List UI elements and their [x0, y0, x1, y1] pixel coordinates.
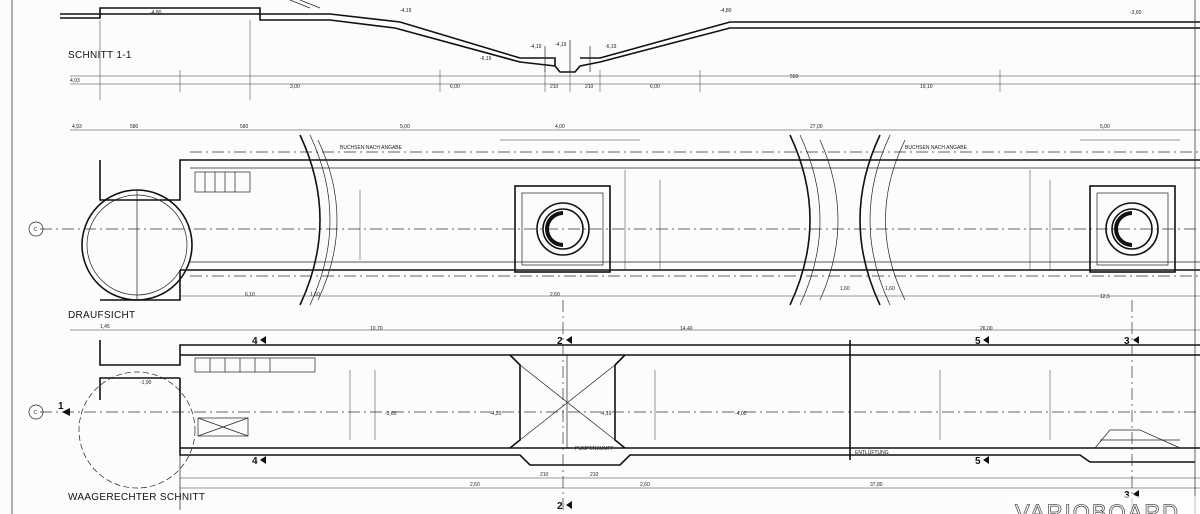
svg-text:5,00: 5,00 [1100, 124, 1110, 130]
svg-text:4,03: 4,03 [70, 78, 80, 84]
svg-text:2: 2 [557, 336, 563, 347]
svg-text:580: 580 [240, 124, 249, 130]
svg-text:-6,19: -6,19 [605, 44, 617, 50]
svg-text:6,00: 6,00 [650, 84, 660, 90]
svg-text:210: 210 [550, 84, 559, 90]
svg-text:2,60: 2,60 [640, 482, 650, 488]
plan-dimensions: 4,93 580 580 5,00 4,00 27,00 5,00 6,10 1… [72, 124, 1110, 300]
svg-text:4: 4 [252, 456, 258, 467]
svg-text:-4,80: -4,80 [150, 10, 162, 16]
axis-marker-lower: C [28, 404, 44, 420]
title-horizontal-section: WAAGERECHTER SCHNITT [68, 492, 205, 503]
svg-text:14,40: 14,40 [680, 326, 693, 332]
svg-text:580: 580 [130, 124, 139, 130]
svg-text:1: 1 [58, 401, 64, 412]
dimension-row-top: 4,03 3,00 6,00 210 210 6,00 550 19,10 [70, 74, 933, 90]
svg-text:1,45: 1,45 [100, 324, 110, 330]
level-labels-top: -4,80 -4,19 -6,19 -4,19 -4,19 -6,19 -4,8… [150, 8, 1142, 62]
svg-text:550: 550 [790, 74, 799, 80]
svg-text:-4,19: -4,19 [600, 411, 612, 417]
section-markers: 1 2 2 3 3 4 4 5 5 [58, 336, 1139, 512]
svg-text:5,00: 5,00 [400, 124, 410, 130]
note-pump-well: PUMPENSUMPF [575, 446, 614, 452]
svg-text:3: 3 [1124, 490, 1130, 501]
svg-text:C: C [34, 227, 38, 233]
svg-text:37,80: 37,80 [870, 482, 883, 488]
svg-text:-4,19: -4,19 [400, 8, 412, 14]
svg-text:26,00: 26,00 [980, 326, 993, 332]
plan-view [40, 129, 1200, 306]
svg-text:19,10: 19,10 [920, 84, 933, 90]
svg-text:2,60: 2,60 [550, 292, 560, 298]
section-profile [60, 0, 1200, 100]
svg-text:210: 210 [585, 84, 594, 90]
svg-text:1,60: 1,60 [310, 292, 320, 298]
svg-text:4,00: 4,00 [555, 124, 565, 130]
svg-text:-4,80: -4,80 [720, 8, 732, 14]
svg-text:C: C [34, 410, 38, 416]
svg-text:4: 4 [252, 336, 258, 347]
svg-text:210: 210 [540, 472, 549, 478]
note-ventilation: ENTLÜFTUNG [855, 449, 889, 456]
title-section-1-1: SCHNITT 1-1 [68, 50, 132, 61]
svg-text:27,00: 27,00 [810, 124, 823, 130]
svg-text:-4,00: -4,00 [735, 411, 747, 417]
svg-text:3: 3 [1124, 336, 1130, 347]
svg-text:2: 2 [557, 501, 563, 512]
svg-text:6,10: 6,10 [245, 292, 255, 298]
svg-text:1,60: 1,60 [840, 286, 850, 292]
svg-text:5: 5 [975, 456, 981, 467]
svg-text:12,5: 12,5 [1100, 294, 1110, 300]
svg-text:VARIOBOARD: VARIOBOARD [1015, 500, 1180, 514]
watermark-logo: VARIOBOARD [1010, 496, 1200, 514]
svg-text:3,00: 3,00 [290, 84, 300, 90]
axis-marker-upper: C [28, 221, 44, 237]
svg-text:-1,90: -1,90 [140, 380, 152, 386]
horizontal-section [40, 300, 1200, 514]
note-arc-left: BUCHSEN NACH ANGABE [340, 145, 403, 151]
svg-text:-4,19: -4,19 [555, 42, 567, 48]
svg-text:-4,19: -4,19 [530, 44, 542, 50]
svg-text:5: 5 [975, 336, 981, 347]
svg-text:1,60: 1,60 [885, 286, 895, 292]
svg-text:2,60: 2,60 [470, 482, 480, 488]
title-top-view: DRAUFSICHT [68, 310, 135, 321]
svg-text:210: 210 [590, 472, 599, 478]
svg-text:-3,60: -3,60 [1130, 10, 1142, 16]
svg-text:10,70: 10,70 [370, 326, 383, 332]
svg-text:4,93: 4,93 [72, 124, 82, 130]
section-dimensions: 1,45 10,70 14,40 26,00 2,60 210 210 2,60… [100, 324, 993, 488]
svg-text:-3,60: -3,60 [385, 411, 397, 417]
svg-text:6,00: 6,00 [450, 84, 460, 90]
svg-text:-6,19: -6,19 [480, 56, 492, 62]
svg-text:-4,20: -4,20 [490, 411, 502, 417]
note-arc-right: BUCHSEN NACH ANGABE [905, 145, 968, 151]
